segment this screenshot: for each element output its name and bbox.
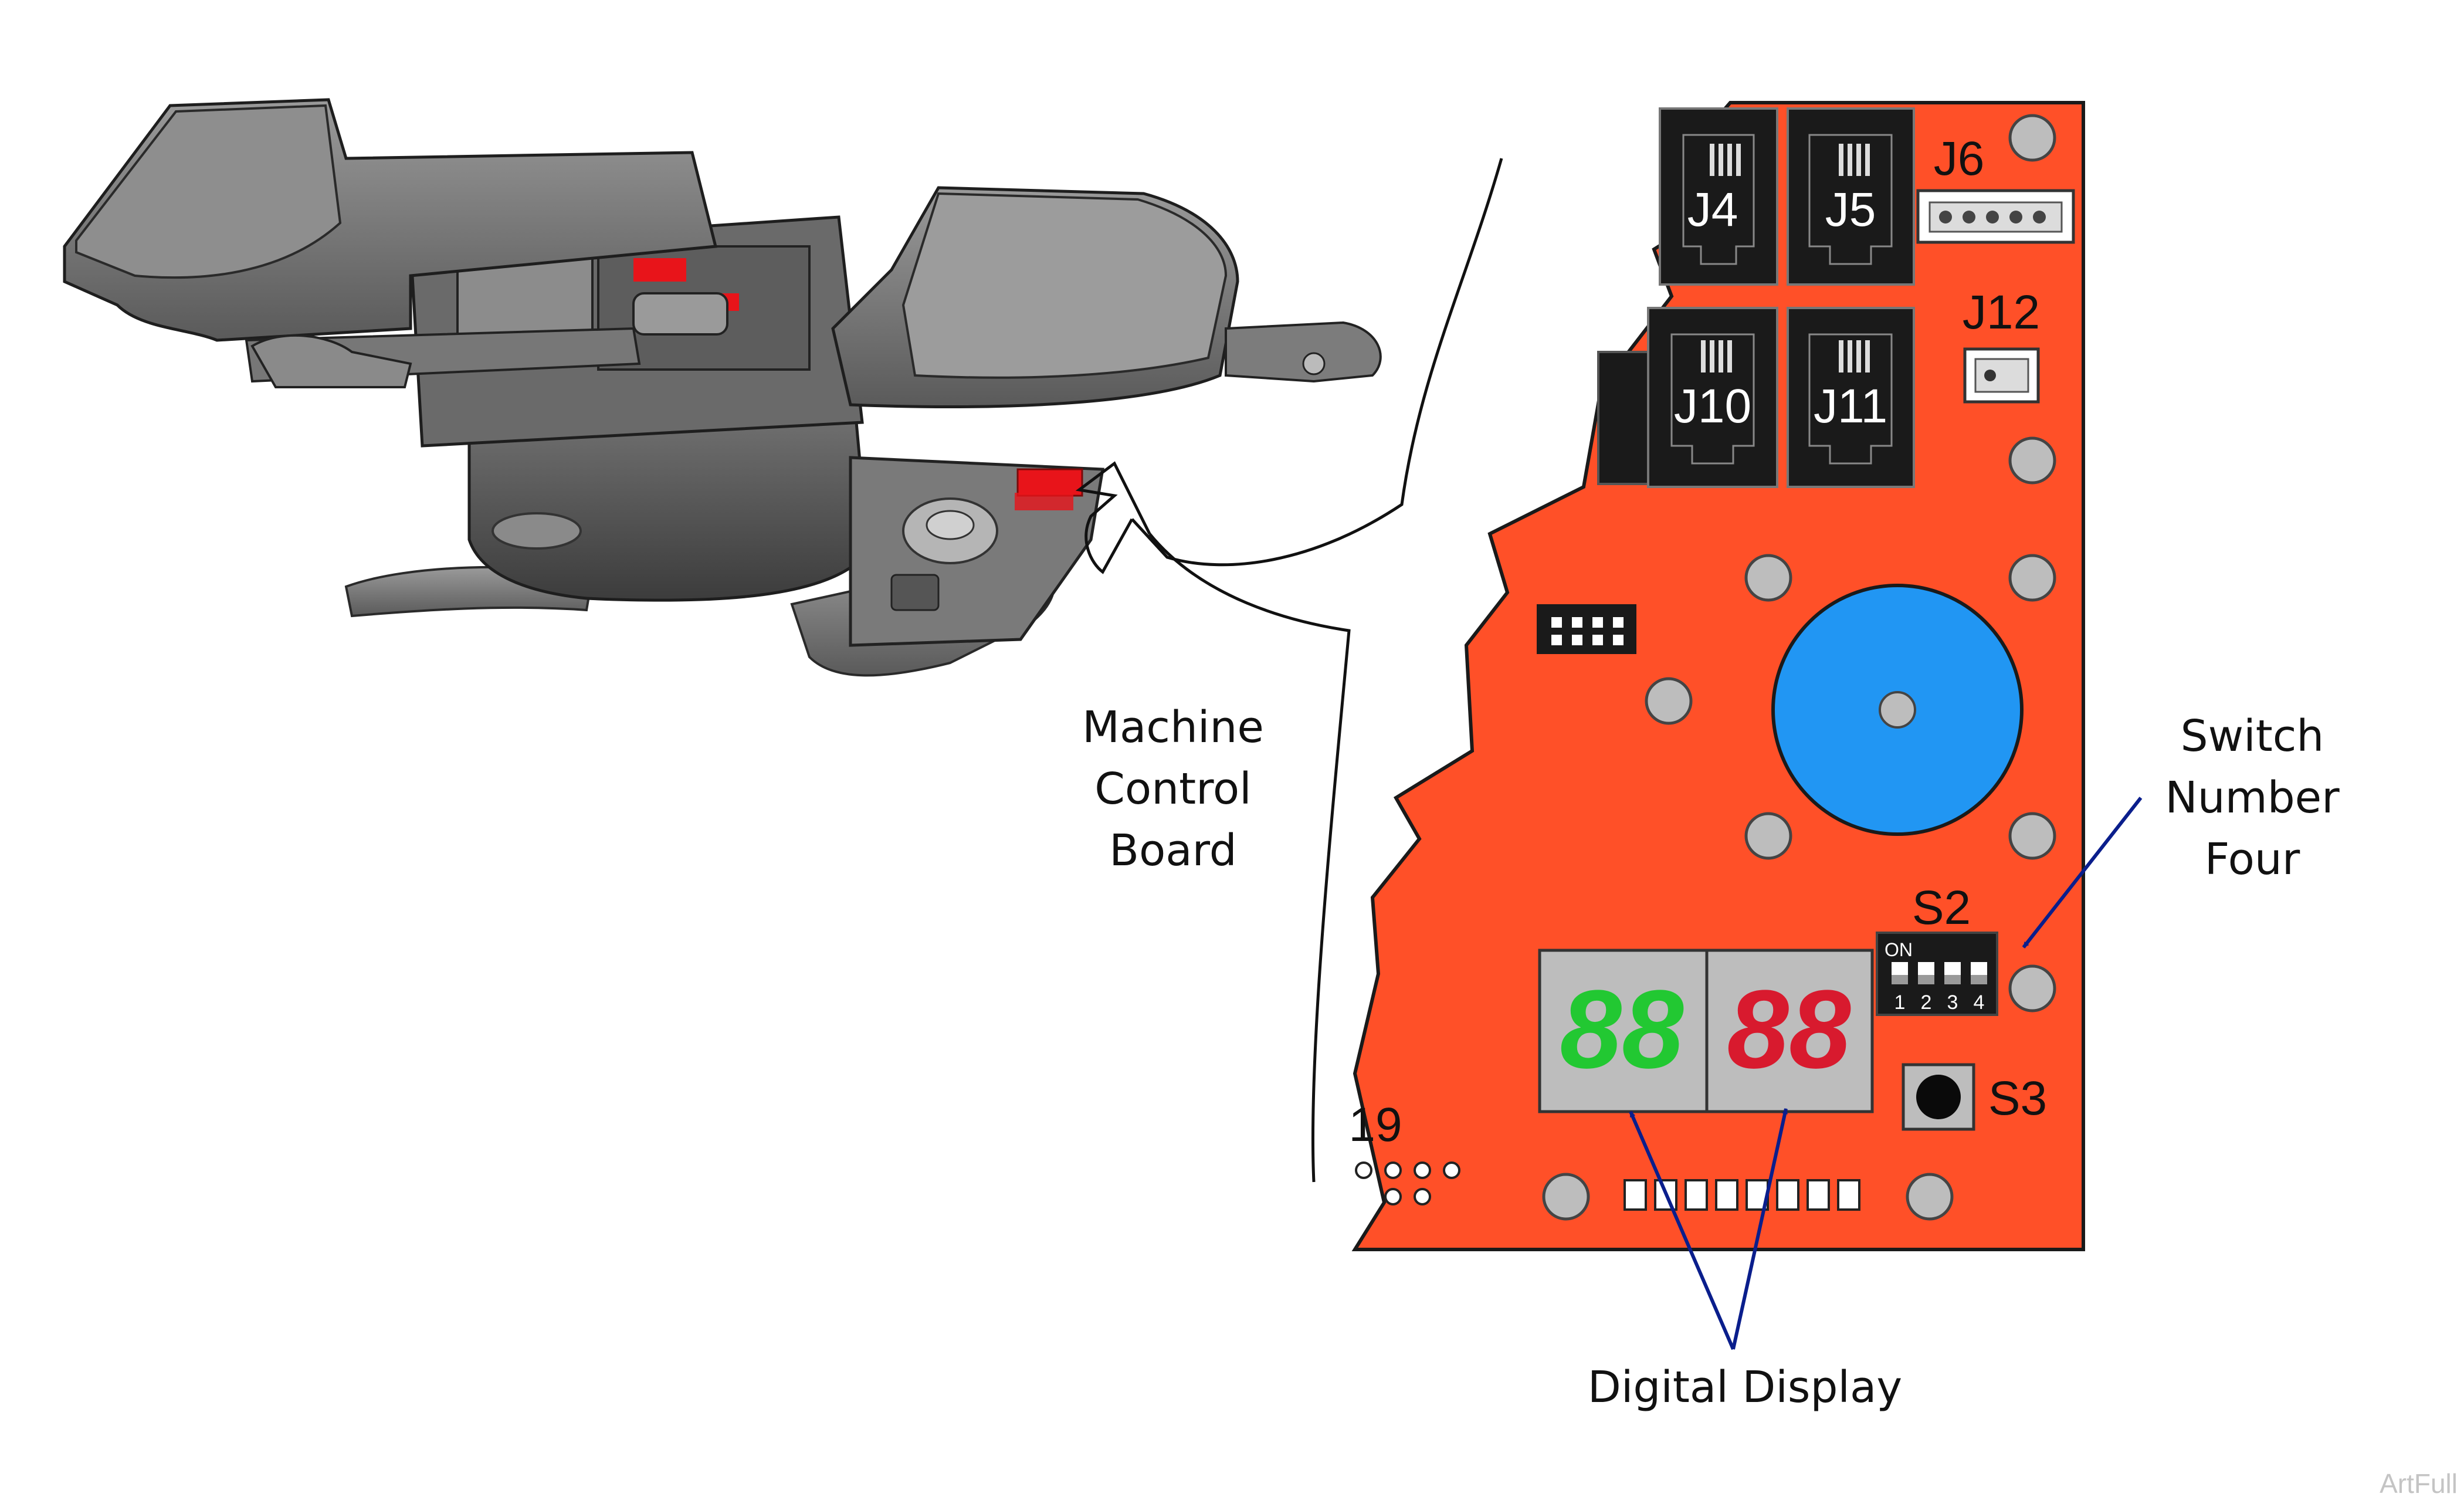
machine-control-board-detail: J4 J5 J10 J11 J6 J12 [1348,101,2085,1251]
exam-chair-base-illustration [63,98,1382,677]
partial-header [1537,604,1636,654]
jack-j11-label: J11 [1814,380,1887,433]
label-machine-control-board-line-3: Board [1109,825,1236,876]
label-machine-control-board-line-1: Machine [1082,702,1264,753]
mounting-holes [1542,114,2056,1221]
base-housing [467,421,870,602]
dip-position-2: 2 [1921,991,1932,1014]
label-switch-number-four-line-1: Switch [2181,711,2324,761]
partial-jack [1597,351,1655,485]
label-machine-control-board-line-2: Control [1094,764,1252,814]
bay-connector [890,574,940,611]
button-s3 [1902,1063,1975,1131]
dip-position-4: 4 [1974,991,1985,1014]
connector-j6-label: J6 [1934,132,1985,185]
jack-j4-label: J4 [1687,183,1738,236]
label-switch-number-four: Switch Number Four [2165,711,2340,885]
button-s3-label: S3 [1988,1072,2047,1125]
label-digital-display: Digital Display [1588,1362,1902,1413]
display-digits-green: 88 [1560,967,1684,1092]
zoom-boundary-lower [1148,533,1351,1183]
label-switch-number-four-line-2: Number [2165,773,2340,823]
control-board-highlight [1016,468,1083,497]
connector-j12 [1963,347,2040,404]
pivot-bolt [1302,352,1326,375]
connector-j6 [1916,189,2075,244]
seat-pivot-arm [1225,321,1382,383]
digital-display-pointer-arrow-right [1731,1108,1788,1350]
digital-display: 88 88 [1538,949,1874,1113]
zoom-arrow-body [1075,461,1151,574]
jack-j5: J5 [1787,107,1915,286]
seat-pad [901,192,1228,379]
connector-j12-label: J12 [1963,286,2040,339]
internal-red-part [633,258,686,282]
jack-j5-label: J5 [1825,183,1876,236]
bay-motor-cap [926,510,975,540]
jack-j10: J10 [1647,307,1778,488]
zoom-boundary-upper [1131,158,1503,567]
zoom-callout [1075,158,1503,1183]
label-switch-number-four-line-3: Four [2205,834,2300,885]
digital-display-pointer-arrow-left [1629,1110,1735,1350]
dip-position-1: 1 [1894,991,1906,1014]
side-rail-arm [250,334,412,388]
dip-on-text: ON [1885,939,1913,960]
artfull-watermark: ArtFull [2380,1468,2458,1499]
control-board-highlight-edge [1015,493,1073,510]
dip-position-3: 3 [1947,991,1958,1014]
label-machine-control-board: Machine Control Board [1082,702,1264,876]
actuator [632,292,728,336]
jack-j10-label: J10 [1674,380,1751,433]
partial-pin-pads [1355,1161,1460,1205]
switch-s2-label: S2 [1912,881,1971,934]
display-digits-red: 88 [1727,967,1851,1092]
dip-switch-s2: ON 1 2 3 4 [1876,932,1998,1016]
buzzer [1771,584,2024,836]
partial-connector-label: 19 [1348,1098,1402,1152]
jack-j11: J11 [1787,307,1915,488]
back-pad [75,104,342,279]
switch-four-pointer-arrow [2022,797,2143,949]
jack-j4: J4 [1659,107,1778,286]
logo-badge [492,512,582,550]
